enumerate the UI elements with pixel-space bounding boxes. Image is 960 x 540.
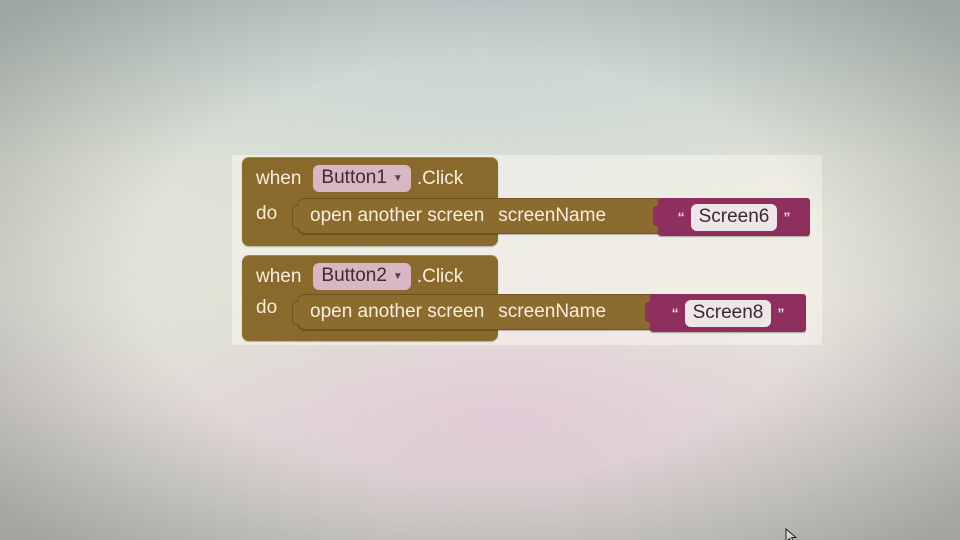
- open-quote-icon: “: [677, 209, 685, 225]
- param-label: screenName: [498, 205, 607, 226]
- close-quote-icon: ”: [777, 305, 785, 321]
- do-label: do: [256, 203, 278, 224]
- event-name: .Click: [416, 265, 464, 287]
- caret-down-icon: ▼: [392, 172, 403, 184]
- block-plug: [645, 302, 651, 322]
- block-notch: [292, 205, 299, 229]
- text-value-field[interactable]: Screen6: [690, 203, 778, 231]
- close-quote-icon: ”: [783, 209, 791, 225]
- do-label: do: [256, 297, 278, 318]
- param-label: screenName: [498, 301, 607, 322]
- text-string-block[interactable]: “ Screen6 ”: [653, 198, 810, 236]
- block-plug: [653, 206, 659, 226]
- call-label: open another screen: [310, 205, 485, 226]
- event-name: .Click: [416, 167, 464, 189]
- call-label: open another screen: [310, 301, 485, 322]
- open-another-screen-block[interactable]: open another screen screenName: [292, 198, 667, 234]
- mouse-pointer-icon: [785, 528, 798, 540]
- event-header: when Button2 ▼ .Click: [256, 263, 463, 290]
- caret-down-icon: ▼: [392, 270, 403, 282]
- block-notch: [292, 301, 299, 325]
- component-name: Button2: [321, 265, 387, 286]
- when-label: when: [256, 167, 302, 189]
- text-value-field[interactable]: Screen8: [684, 299, 772, 327]
- component-dropdown[interactable]: Button2 ▼: [313, 263, 411, 290]
- event-header: when Button1 ▼ .Click: [256, 165, 463, 192]
- component-dropdown[interactable]: Button1 ▼: [313, 165, 411, 192]
- open-another-screen-block[interactable]: open another screen screenName: [292, 294, 661, 330]
- component-name: Button1: [321, 167, 387, 188]
- when-label: when: [256, 265, 302, 287]
- open-quote-icon: “: [671, 305, 679, 321]
- text-string-block[interactable]: “ Screen8 ”: [645, 294, 806, 332]
